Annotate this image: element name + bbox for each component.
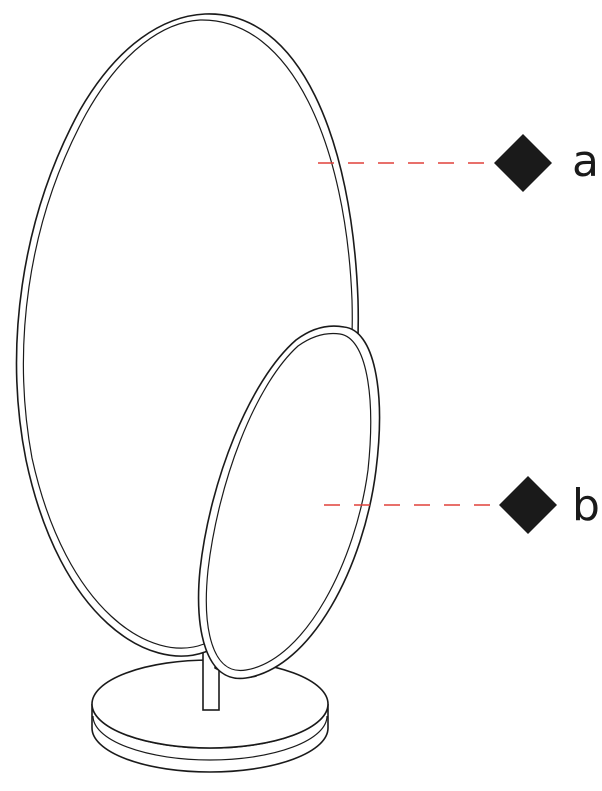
callout-b-label: b: [572, 480, 600, 531]
rear-panel-inner-edge: [22, 19, 353, 649]
callout-b-diamond-icon: [499, 476, 557, 534]
front-panel-rim: [197, 325, 381, 680]
callout-a-diamond-icon: [494, 134, 552, 192]
front-panel: [197, 325, 381, 680]
callout-a: a: [318, 134, 599, 192]
front-panel-inner-edge: [205, 332, 372, 671]
base-plate-edge: [92, 715, 328, 761]
callout-b: b: [324, 476, 600, 534]
callout-a-label: a: [572, 136, 599, 187]
